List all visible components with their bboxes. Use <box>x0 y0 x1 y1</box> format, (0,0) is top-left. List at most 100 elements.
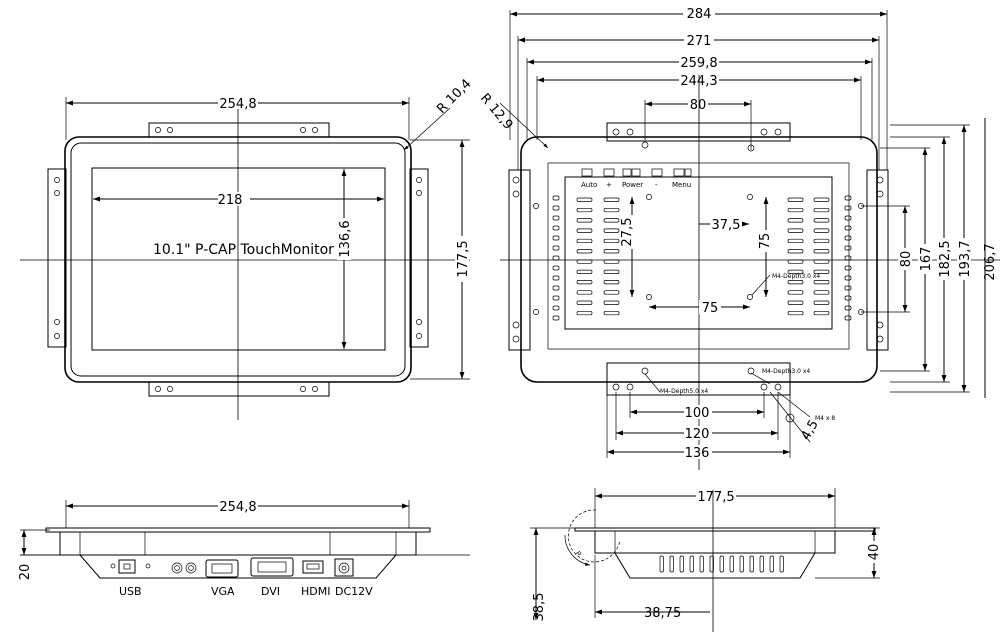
vent-slot <box>603 238 620 244</box>
label-hdmi: HDMI <box>301 585 330 598</box>
vent-slot <box>844 275 852 281</box>
label-dc12v: DC12V <box>335 585 373 598</box>
screw-label-top: M4-Depth3.0 x4 <box>772 273 820 280</box>
vesa-75-horizontal: 75 <box>702 301 719 316</box>
side-vents <box>659 555 784 573</box>
screw-label-bottom-right: M4-Depth3.0 x4 <box>762 368 810 375</box>
side-vent-slot <box>729 555 734 573</box>
side-offset: 38,75 <box>644 606 681 621</box>
front-bottom-bracket <box>148 381 330 397</box>
vent-slot <box>844 315 852 321</box>
front-height-label: 177,5 <box>456 240 471 277</box>
vent-slot <box>844 235 852 241</box>
bottom-body <box>59 531 417 556</box>
vent-slot <box>603 218 620 223</box>
rear-bottom-bracket <box>606 362 791 396</box>
vent-slot <box>813 218 830 223</box>
btn-power: Power <box>622 181 643 189</box>
vent-slot <box>552 295 560 301</box>
vent-slot <box>603 300 620 305</box>
vent-slot <box>576 280 593 285</box>
side-vent-slot <box>719 555 724 573</box>
screw-label-bottom-left: M4-Depth5.0 x4 <box>660 388 708 395</box>
vent-slot <box>576 228 593 233</box>
usb-port <box>118 559 136 574</box>
front-width-label: 254,8 <box>219 97 256 112</box>
vent-slot <box>787 207 804 213</box>
vent-slot <box>787 269 804 274</box>
vent-slot <box>576 249 593 254</box>
bottom-width-label: 254,8 <box>219 500 256 515</box>
front-left-bracket <box>47 168 67 348</box>
vent-slot <box>603 197 620 202</box>
side-vent-slot <box>759 555 764 573</box>
front-view: 254,8 218 136,6 177,5 10.1" P-CAP TouchM… <box>20 76 475 420</box>
active-area <box>91 167 386 351</box>
side-vent-slot <box>699 555 704 573</box>
vent-slot <box>813 300 830 305</box>
button-strip: Auto + Power - Menu <box>581 168 692 189</box>
front-right-bracket <box>409 168 429 348</box>
vent-slot <box>844 295 852 301</box>
vent-slot <box>844 195 852 201</box>
screw-size: M4 x 8 <box>815 415 835 422</box>
vent-slot <box>603 269 620 274</box>
vent-slot <box>552 195 560 201</box>
right-cut: 206,7 <box>983 243 998 280</box>
side-vent-slot <box>779 555 784 573</box>
vesa-27-5: 27,5 <box>620 218 635 247</box>
right-80: 80 <box>899 251 914 268</box>
vent-slot <box>787 300 804 305</box>
rear-width-284: 284 <box>687 7 712 22</box>
vent-slot <box>552 215 560 221</box>
vent-slot <box>552 275 560 281</box>
vent-slot <box>787 290 804 295</box>
active-height-label: 136,6 <box>338 220 353 257</box>
vent-slot <box>576 269 593 274</box>
side-vent-slot <box>769 555 774 573</box>
bottom-136: 136 <box>685 446 710 461</box>
vesa-37-5: 37,5 <box>712 218 741 233</box>
vent-slot <box>813 269 830 274</box>
vent-slot <box>552 285 560 291</box>
side-body <box>594 530 836 554</box>
vent-slot <box>787 218 804 223</box>
btn-minus: - <box>655 181 658 189</box>
vent-slot <box>552 205 560 211</box>
vent-slots <box>552 195 852 321</box>
vent-slot <box>603 280 620 285</box>
rear-width-271: 271 <box>687 34 712 49</box>
front-radius-label: R 10,4 <box>434 76 474 116</box>
vent-slot <box>603 249 620 254</box>
vent-slot <box>844 215 852 221</box>
side-vent-slot <box>669 555 674 573</box>
vent-slot <box>576 197 593 202</box>
vent-slot <box>603 310 620 316</box>
right-182-5: 182,5 <box>938 240 953 277</box>
bottom-port-panel <box>79 554 397 579</box>
vent-slot <box>813 310 830 316</box>
label-usb: USB <box>119 585 142 598</box>
label-vga: VGA <box>211 585 235 598</box>
side-depth-label: 177,5 <box>697 490 734 505</box>
vent-slot <box>787 280 804 285</box>
vent-slot <box>552 225 560 231</box>
dvi-port <box>250 557 294 577</box>
side-vent-slot <box>709 555 714 573</box>
bottom-height-label: 20 <box>18 564 33 581</box>
vent-slot <box>552 245 560 251</box>
product-name: 10.1" P-CAP TouchMonitor <box>153 242 334 258</box>
side-height-label: 40 <box>867 544 882 561</box>
btn-plus: + <box>606 181 612 189</box>
side-total-offset: 38,5 <box>532 593 547 622</box>
vga-port <box>205 559 239 578</box>
vent-slot <box>813 238 830 244</box>
vent-slot <box>844 225 852 231</box>
btn-auto: Auto <box>581 181 597 189</box>
vesa-75-vertical: 75 <box>758 233 773 250</box>
side-vent-slot <box>659 555 664 573</box>
vent-slot <box>787 197 804 202</box>
right-193-7: 193,7 <box>958 240 973 277</box>
active-width-label: 218 <box>218 193 243 208</box>
